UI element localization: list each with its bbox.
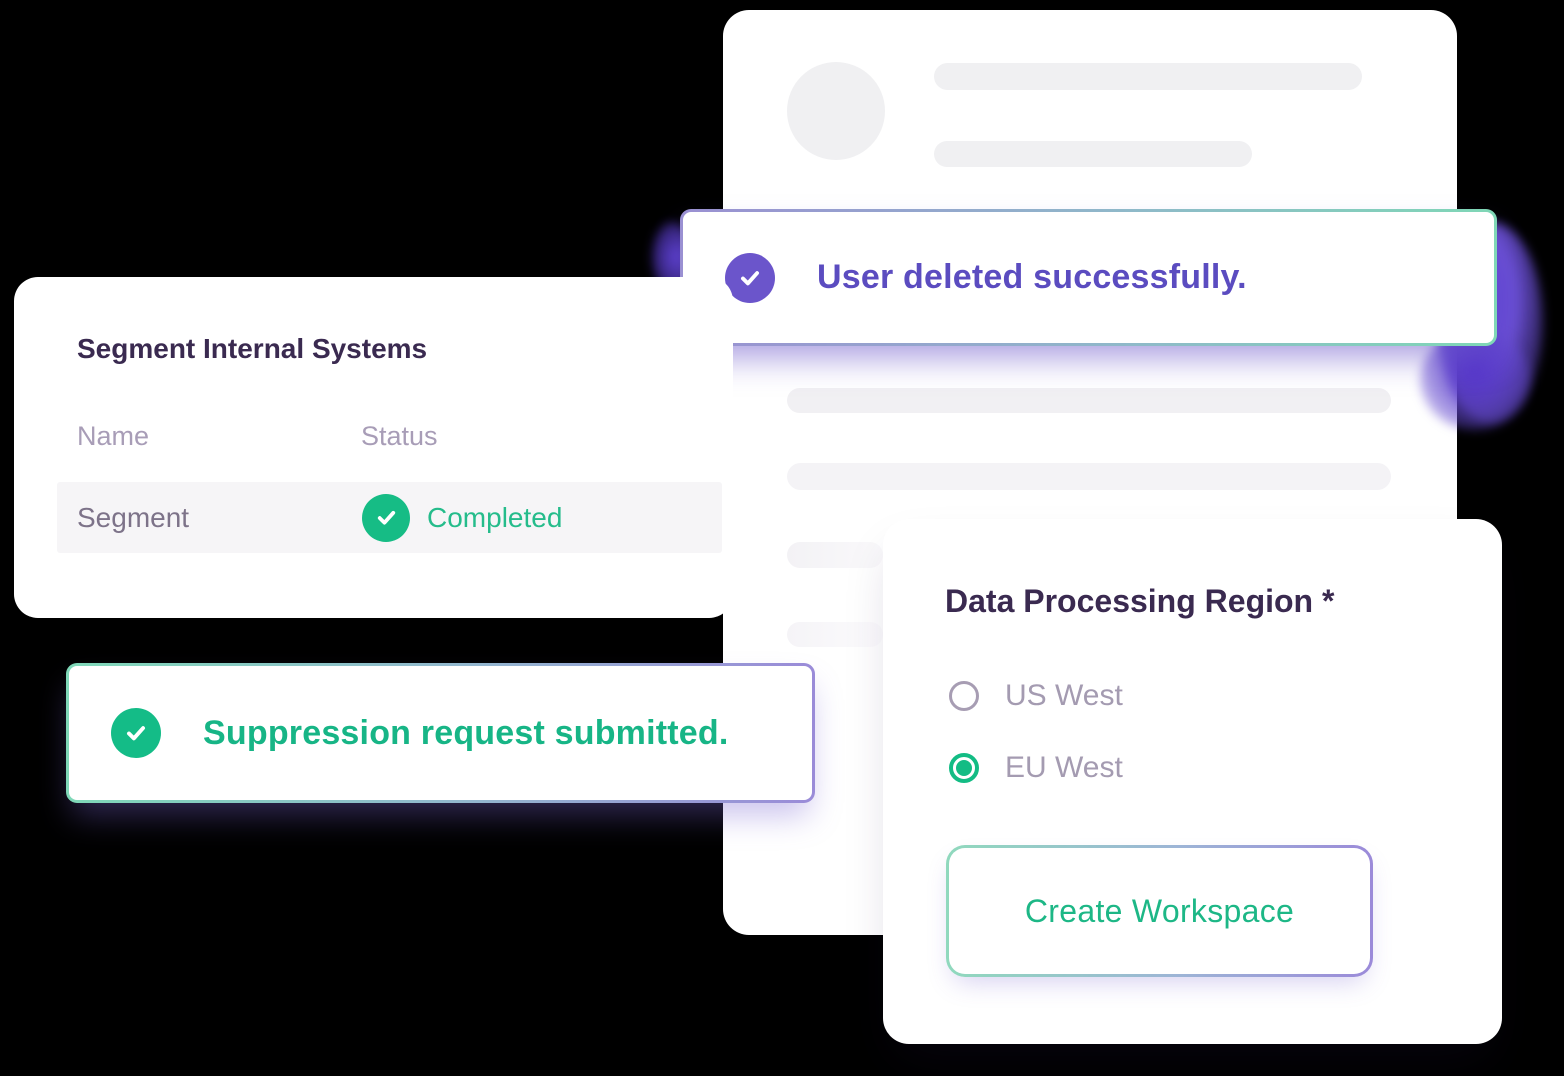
radio-button[interactable] bbox=[949, 681, 979, 711]
form-label: Data Processing Region * bbox=[945, 583, 1335, 619]
radio-dot bbox=[956, 760, 972, 776]
button-label: Create Workspace bbox=[1024, 892, 1295, 929]
skeleton-bar bbox=[787, 542, 883, 568]
radio-button-selected[interactable] bbox=[949, 753, 979, 783]
check-icon bbox=[725, 252, 775, 303]
table-row: Segment Completed bbox=[57, 482, 722, 553]
avatar bbox=[787, 62, 885, 160]
check-icon bbox=[362, 493, 410, 542]
toast-message: Suppression request submitted. bbox=[203, 713, 729, 752]
skeleton-bar bbox=[934, 63, 1362, 90]
toast-user-deleted: User deleted successfully. bbox=[680, 209, 1497, 346]
skeleton-bar bbox=[934, 141, 1252, 167]
paint-smudge bbox=[1420, 330, 1530, 430]
skeleton-bar bbox=[787, 388, 1391, 413]
toast-suppression: Suppression request submitted. bbox=[66, 663, 815, 803]
column-header-status: Status bbox=[361, 421, 438, 451]
status-badge: Completed bbox=[427, 501, 563, 533]
segment-internal-systems-card: Segment Internal Systems Name Status Seg… bbox=[14, 277, 733, 618]
radio-label: EU West bbox=[1005, 751, 1123, 784]
skeleton-bar bbox=[787, 463, 1391, 490]
skeleton-bar bbox=[787, 622, 883, 647]
create-workspace-button[interactable]: Create Workspace bbox=[946, 845, 1373, 977]
check-icon bbox=[111, 708, 161, 758]
card-title: Segment Internal Systems bbox=[77, 333, 428, 364]
column-header-name: Name bbox=[77, 421, 150, 451]
data-processing-region-card: Data Processing Region * US West EU West… bbox=[883, 519, 1502, 1044]
radio-option-eu-west[interactable]: EU West bbox=[949, 751, 1123, 785]
row-name: Segment bbox=[77, 501, 190, 533]
radio-label: US West bbox=[1005, 679, 1123, 712]
toast-message: User deleted successfully. bbox=[817, 258, 1247, 296]
radio-option-us-west[interactable]: US West bbox=[949, 679, 1123, 713]
